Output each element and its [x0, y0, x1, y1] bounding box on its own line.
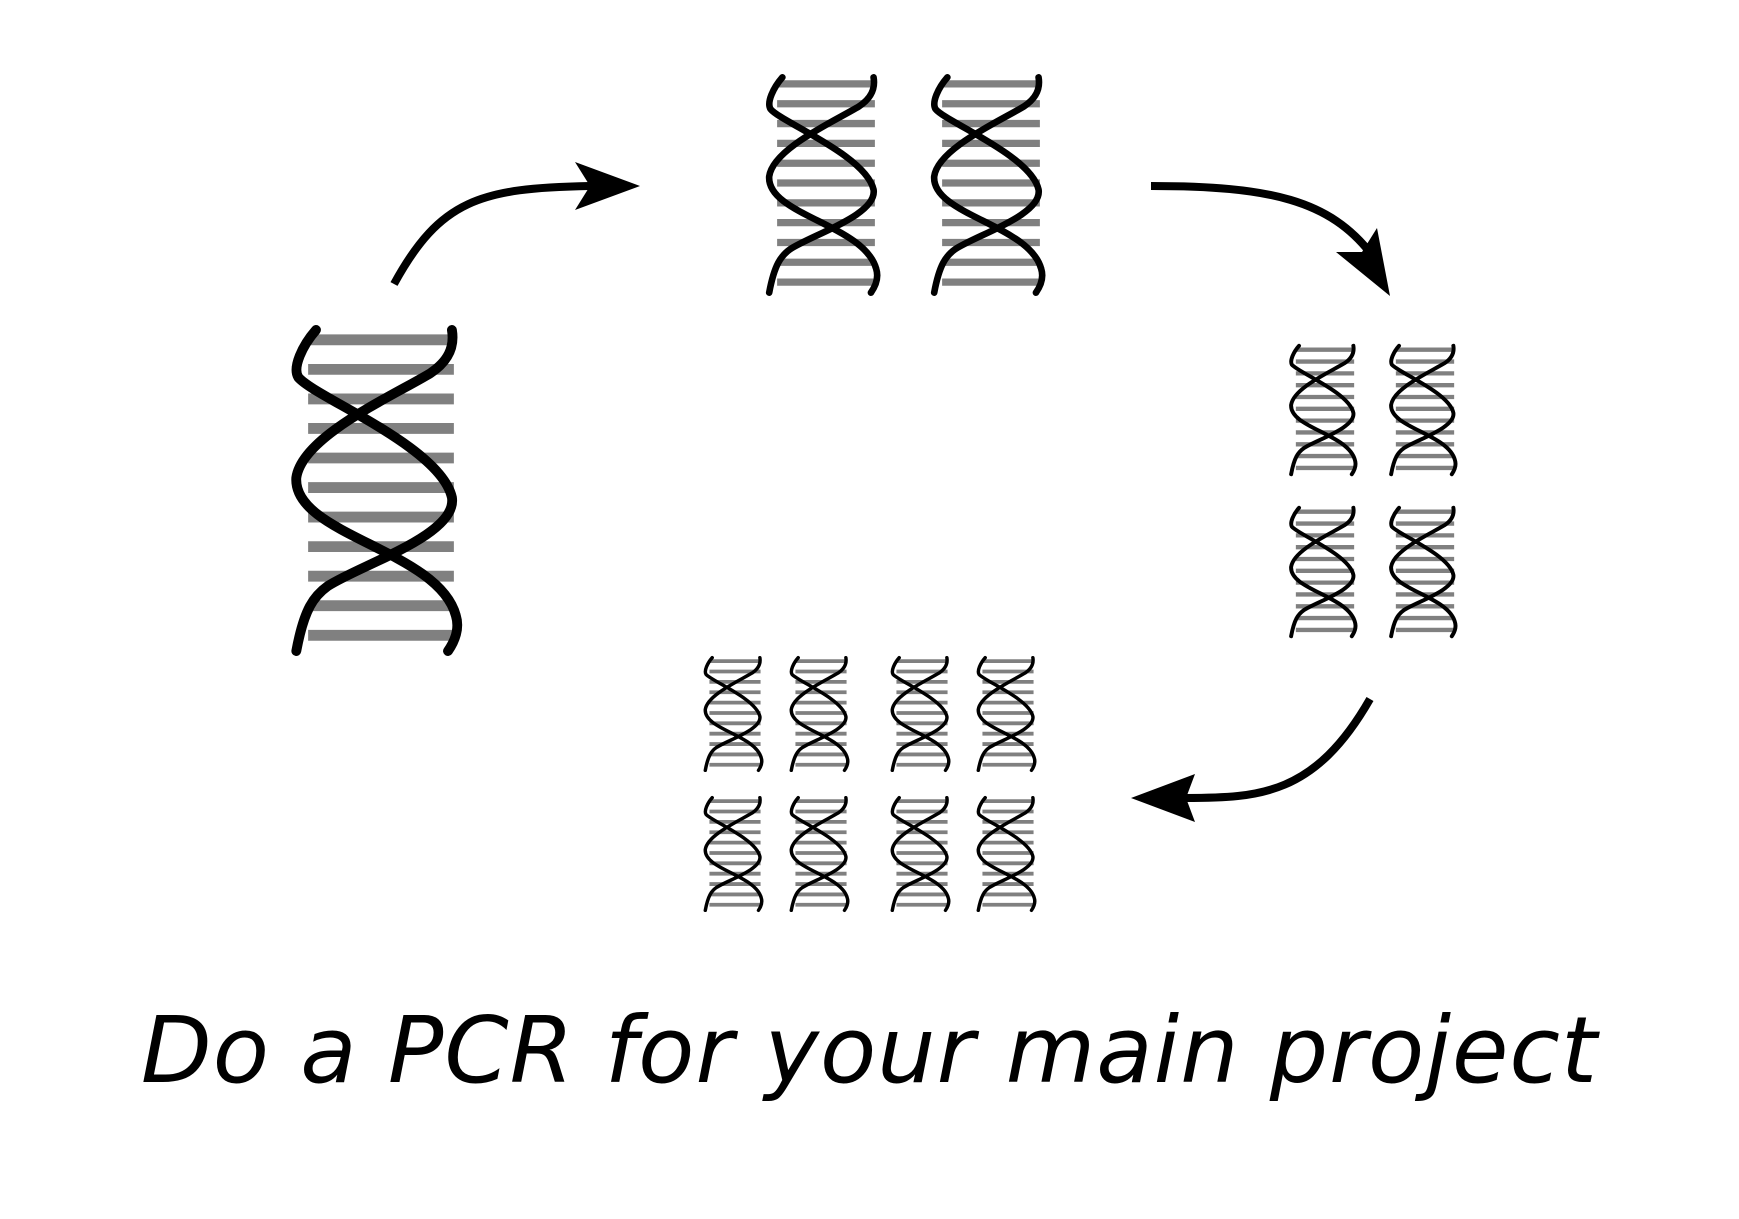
stage-cycle-0: [296, 330, 457, 651]
dna-helix-icon: [976, 655, 1037, 773]
dna-helix-icon: [703, 795, 764, 913]
stage-cycle-2: [1291, 346, 1455, 636]
dna-helix-icon: [296, 330, 457, 651]
dna-helix-icon: [1391, 346, 1455, 474]
curved-arrow-icon: [1131, 697, 1374, 822]
dna-helix-icon: [703, 655, 764, 773]
stage-cycle-1: [769, 77, 1042, 292]
dna-helix-icon: [890, 655, 951, 773]
dna-helix-icon: [934, 77, 1042, 292]
curved-arrow-icon: [390, 162, 640, 286]
dna-helix-icon: [1291, 508, 1355, 636]
dna-helix-icon: [789, 795, 850, 913]
curved-arrow-icon: [1150, 182, 1390, 296]
caption-text: Do a PCR for your main project: [140, 997, 1599, 1104]
dna-helix-icon: [769, 77, 877, 292]
dna-helix-icon: [789, 655, 850, 773]
stage-cycle-3: [703, 655, 1037, 913]
cycle-arrows: [390, 162, 1390, 822]
dna-helix-icon: [976, 795, 1037, 913]
dna-helix-icon: [1391, 508, 1455, 636]
dna-helix-icon: [890, 795, 951, 913]
dna-helix-icon: [1291, 346, 1355, 474]
